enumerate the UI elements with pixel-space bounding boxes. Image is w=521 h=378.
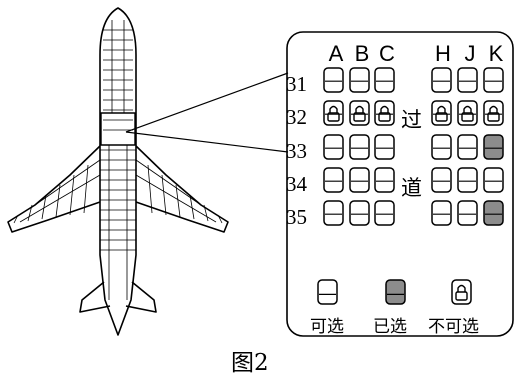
figure-caption: 图2 bbox=[231, 350, 269, 376]
legend-label-unavailable: 不可选 bbox=[428, 317, 479, 337]
seat-33j[interactable] bbox=[457, 134, 478, 160]
left-tailplane bbox=[79, 281, 111, 313]
seat-32b bbox=[349, 100, 370, 126]
seat-34c[interactable] bbox=[374, 167, 395, 193]
column-label-a: A bbox=[328, 41, 344, 66]
aisle-label-top: 过 bbox=[401, 108, 422, 132]
legend-selected-icon bbox=[385, 279, 406, 305]
seat-32c bbox=[374, 100, 395, 126]
seat-34b[interactable] bbox=[349, 167, 370, 193]
seat-32j bbox=[457, 100, 478, 126]
column-label-h: H bbox=[435, 41, 451, 66]
seat-34k[interactable] bbox=[483, 167, 504, 193]
seat-33a[interactable] bbox=[323, 134, 344, 160]
cabin-highlight bbox=[100, 112, 136, 146]
seat-34h[interactable] bbox=[431, 167, 452, 193]
seat-35c[interactable] bbox=[374, 200, 395, 226]
column-label-c: C bbox=[379, 41, 395, 66]
legend-label-selected: 已选 bbox=[373, 317, 407, 337]
seat-33b[interactable] bbox=[349, 134, 370, 160]
aisle-label-bottom: 道 bbox=[401, 176, 422, 200]
seat-34j[interactable] bbox=[457, 167, 478, 193]
zoom-line-top bbox=[125, 72, 289, 133]
seat-35j[interactable] bbox=[457, 200, 478, 226]
row-label-31: 31 bbox=[286, 72, 307, 96]
seat-31c[interactable] bbox=[374, 67, 395, 93]
column-label-b: B bbox=[354, 41, 370, 66]
seat-31a[interactable] bbox=[323, 67, 344, 93]
seat-31b[interactable] bbox=[349, 67, 370, 93]
seat-31j[interactable] bbox=[457, 67, 478, 93]
seat-33h[interactable] bbox=[431, 134, 452, 160]
column-label-j: J bbox=[464, 41, 476, 66]
legend-available-icon bbox=[317, 279, 338, 305]
seat-32k bbox=[483, 100, 504, 126]
seat-map-panel bbox=[286, 31, 514, 337]
row-label-33: 33 bbox=[286, 139, 307, 163]
legend-icons bbox=[317, 279, 472, 305]
left-wing bbox=[7, 145, 101, 233]
seat-35k bbox=[483, 200, 504, 226]
right-tailplane bbox=[125, 281, 157, 313]
seat-31h[interactable] bbox=[431, 67, 452, 93]
seat-31k[interactable] bbox=[483, 67, 504, 93]
legend-unavailable-icon bbox=[451, 279, 472, 305]
seat-35a[interactable] bbox=[323, 200, 344, 226]
airplane-hatching bbox=[13, 20, 223, 300]
fuselage-body bbox=[99, 140, 137, 336]
seat-34a[interactable] bbox=[323, 167, 344, 193]
seat-35h[interactable] bbox=[431, 200, 452, 226]
seat-35b[interactable] bbox=[349, 200, 370, 226]
seat-grid bbox=[323, 67, 504, 226]
seat-32a bbox=[323, 100, 344, 126]
right-wing bbox=[135, 145, 229, 233]
zoom-line-bottom bbox=[125, 131, 289, 153]
fuselage-nose bbox=[99, 7, 137, 140]
row-label-34: 34 bbox=[286, 172, 307, 196]
airplane-outline bbox=[7, 7, 229, 336]
column-label-k: K bbox=[488, 41, 504, 66]
legend-label-available: 可选 bbox=[310, 317, 344, 337]
seat-33k bbox=[483, 134, 504, 160]
seat-33c[interactable] bbox=[374, 134, 395, 160]
row-label-32: 32 bbox=[286, 105, 307, 129]
row-label-35: 35 bbox=[286, 205, 307, 229]
seat-32h bbox=[431, 100, 452, 126]
